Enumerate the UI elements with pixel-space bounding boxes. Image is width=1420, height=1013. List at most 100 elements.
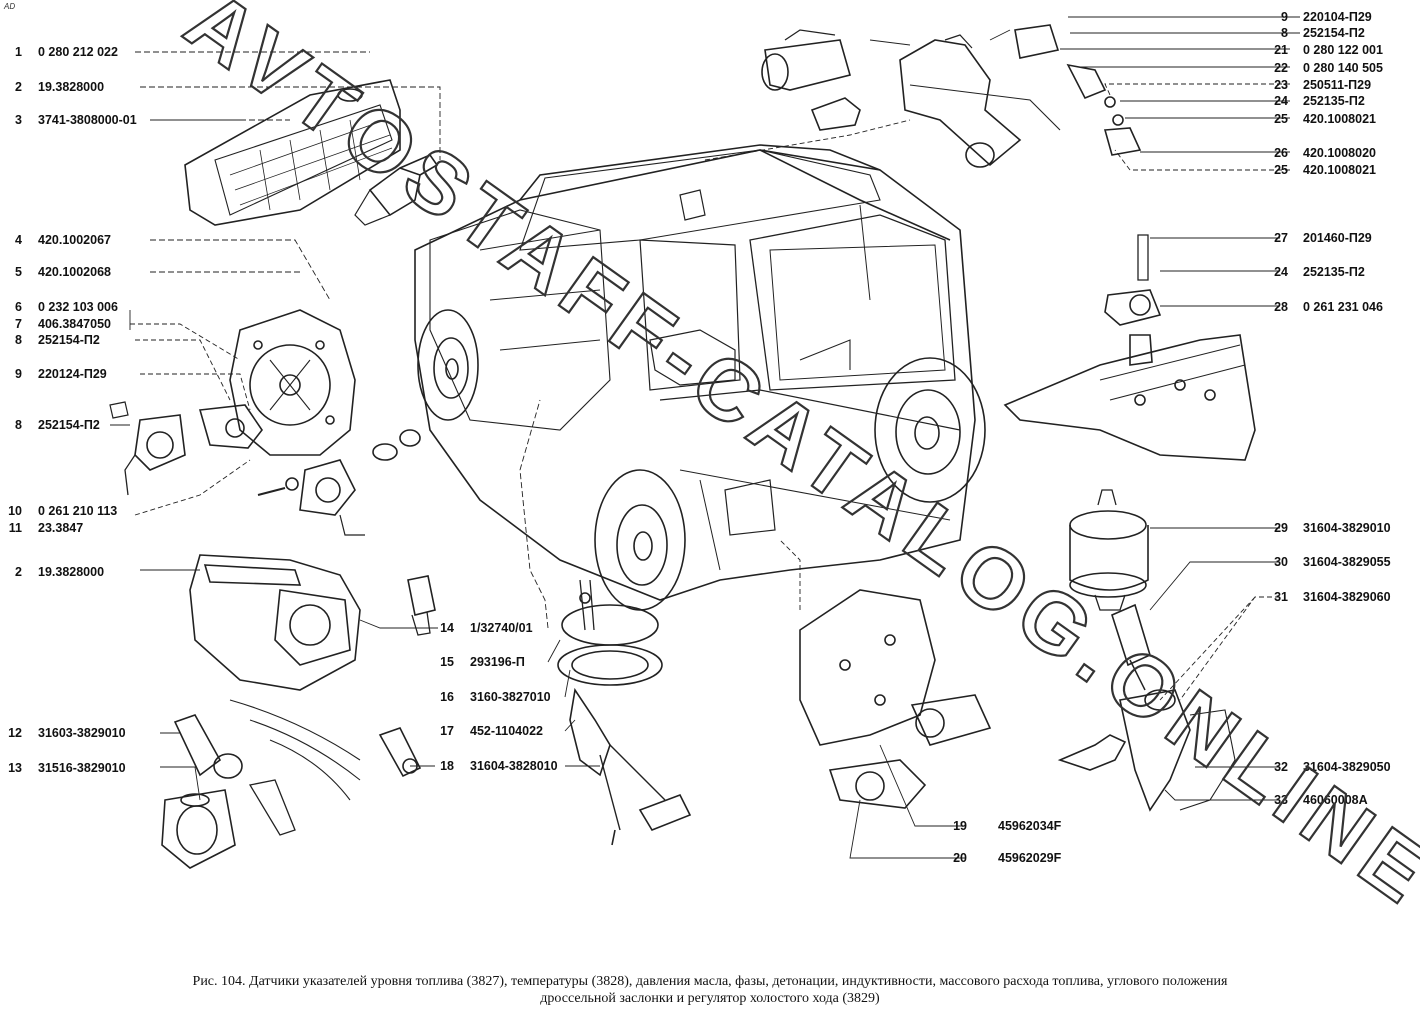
injector-part [1066,63,1116,108]
right-callout-number: 31 [1274,590,1288,604]
right-part-number-label: 420.1008021 [1303,112,1376,126]
right-part-number-label: 201460-П29 [1303,231,1372,245]
right-part-number-label: 420.1008020 [1303,146,1376,160]
center-callout-number: 14 [440,621,454,635]
center-part-number-label: 45962029F [998,851,1062,865]
left-part-number-label: 420.1002068 [38,265,111,279]
left-callout-number: 1 [15,45,22,59]
right-callout-number: 22 [1274,61,1288,75]
center-callout-number: 15 [440,655,454,669]
left-callout-number: 3 [15,113,22,127]
right-part-number-label: 31604-3829055 [1303,555,1391,569]
vehicle-spare-wheel [874,357,986,503]
left-part-number-label: 220124-П29 [38,367,107,381]
right-part-number-label: 0 280 140 505 [1303,61,1383,75]
left-part-number-label: 31516-3829010 [38,761,126,775]
maf-sensor-part [761,29,851,91]
left-callout-number: 10 [8,504,22,518]
idle-regulator-part [161,779,296,869]
left-callout-number: 8 [15,418,22,432]
left-part-number-label: 23.3847 [38,521,84,535]
temp-sensor-upper-part [354,154,439,226]
corner-mark: AD [4,2,16,11]
left-part-number-label: 420.1002067 [38,233,111,247]
oil-pressure-sender-part [1069,489,1149,611]
center-callout-number: 18 [440,759,454,773]
center-callout-number: 20 [953,851,967,865]
inductive-sensor-part [257,429,421,536]
center-callout-number: 16 [440,690,454,704]
right-part-number-label: 31604-3829050 [1303,760,1391,774]
figure-caption-line-1: Рис. 104. Датчики указателей уровня топл… [192,974,1228,989]
right-callout-number: 23 [1274,78,1288,92]
sensor-19-part [910,694,992,746]
left-part-number-label: 0 261 210 113 [38,504,118,518]
right-part-number-label: 31604-3829010 [1303,521,1391,535]
temp-sensor-18-part [378,727,422,778]
right-part-number-label: 220104-П29 [1303,10,1372,24]
left-part-number-label: 0 280 212 022 [38,45,118,59]
center-part-number-label: 1/32740/01 [470,621,533,635]
leader-lines [110,16,1300,859]
sensor-12-part [173,714,243,779]
left-part-number-label: 252154-П2 [38,333,100,347]
left-part-number-label: 19.3828000 [38,565,105,579]
right-part-number-label: 46060008A [1303,793,1368,807]
right-callout-number: 33 [1274,793,1288,807]
right-callout-number: 24 [1274,265,1288,279]
left-part-number-label: 3741-3808000-01 [38,113,137,127]
left-callout-number: 9 [15,367,22,381]
center-part-number-label: 452-1104022 [470,724,543,738]
vehicle-wheel-front [417,309,479,421]
center-part-number-label: 45962034F [998,819,1062,833]
sensor-20-part [828,759,927,809]
left-callout-number: 2 [15,80,22,94]
right-part-number-label: 0 261 231 046 [1303,300,1383,314]
right-part-number-label: 250511-П29 [1303,78,1372,92]
right-callout-number: 24 [1274,94,1288,108]
tee-fitting-part [1057,689,1236,812]
center-callout-number: 17 [440,724,454,738]
thermostat-housing-part [189,554,361,801]
right-part-number-label: 252154-П2 [1303,26,1365,40]
intake-pipe-part [899,34,1061,168]
left-callout-number: 7 [15,317,22,331]
right-part-number-label: 252135-П2 [1303,94,1365,108]
intake-receiver-part [184,79,401,226]
right-callout-number: 28 [1274,300,1288,314]
left-part-number-label: 0 232 103 006 [38,300,118,314]
right-part-number-label: 31604-3829060 [1303,590,1391,604]
left-part-number-label: 406.3847050 [38,317,111,331]
vehicle-wheel-rear [594,469,686,611]
figure-caption-line-2: дроссельной заслонки и регулятор холосто… [540,991,880,1006]
left-callout-number: 6 [15,300,22,314]
bell-housing-part [229,309,356,456]
left-callout-number: 12 [8,726,22,740]
sensor-bracket-part [799,589,936,746]
engine-block-part [1003,334,1256,461]
tps-sensor-22-part [1014,24,1060,59]
fuel-level-sensor-part [557,579,692,846]
right-callout-number: 9 [1281,10,1288,24]
vehicle-body-outline [414,144,976,601]
right-callout-number: 8 [1281,26,1288,40]
phase-sensor-part [109,401,186,496]
temp-sensor-21-part [810,97,861,131]
right-callout-number: 25 [1274,112,1288,126]
center-callout-number: 19 [953,819,967,833]
left-part-number-label: 19.3828000 [38,80,105,94]
left-part-number-label: 252154-П2 [38,418,100,432]
right-callout-number: 32 [1274,760,1288,774]
right-part-number-label: 252135-П2 [1303,265,1365,279]
right-callout-number: 30 [1274,555,1288,569]
left-part-number-label: 31603-3829010 [38,726,126,740]
idle-valve-25-26-part [1103,114,1142,156]
temp-sensor-lower-part [407,575,436,636]
right-callout-number: 21 [1274,43,1288,57]
center-part-number-label: 293196-П [470,655,525,669]
right-callout-number: 25 [1274,163,1288,177]
left-callout-number: 13 [8,761,22,775]
left-callout-number: 11 [8,521,22,535]
